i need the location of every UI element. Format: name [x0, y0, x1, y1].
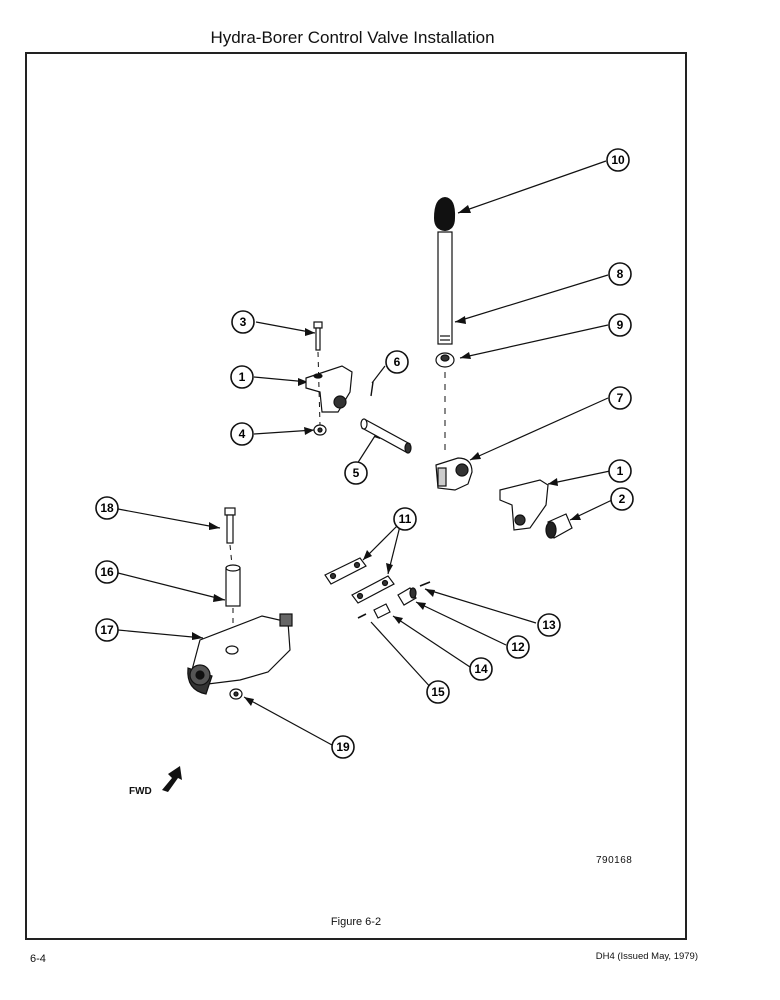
bolt-18-part [224, 507, 236, 544]
leader-lines [117, 160, 613, 746]
page-number: 6-4 [30, 953, 46, 965]
handle-rod-8-part [437, 231, 453, 345]
callout-5: 5 [344, 461, 368, 485]
nut-9-part [435, 352, 455, 368]
pin-5-part [360, 418, 412, 454]
svg-text:3: 3 [240, 315, 247, 329]
nut-4-part [313, 424, 327, 436]
svg-text:7: 7 [617, 391, 624, 405]
svg-text:14: 14 [474, 662, 488, 676]
fwd-arrow-icon [162, 766, 182, 792]
cotter-pin-15-part [357, 613, 367, 619]
callout-11: 11 [393, 507, 417, 531]
callout-6: 6 [385, 350, 409, 374]
callout-4: 4 [230, 422, 254, 446]
pin-12-part [397, 587, 417, 606]
centerline-bolt-18 [229, 544, 233, 566]
callout-13: 13 [537, 613, 561, 637]
callout-1-left: 1 [230, 365, 254, 389]
bracket-1-left-part [305, 365, 353, 413]
figure-caption: Figure 6-2 [330, 916, 382, 928]
svg-text:9: 9 [617, 318, 624, 332]
svg-text:1: 1 [239, 370, 246, 384]
svg-text:6: 6 [394, 355, 401, 369]
svg-text:11: 11 [399, 512, 412, 526]
callout-8: 8 [608, 262, 632, 286]
svg-text:16: 16 [100, 565, 114, 579]
callout-18: 18 [95, 496, 119, 520]
callout-17: 17 [95, 618, 119, 642]
cotter-pin-13-part [419, 581, 431, 587]
svg-text:15: 15 [431, 685, 445, 699]
svg-text:10: 10 [611, 153, 625, 167]
callout-12: 12 [506, 635, 530, 659]
cotter-pin-6-part [370, 381, 374, 397]
svg-text:13: 13 [542, 618, 556, 632]
svg-text:12: 12 [511, 640, 525, 654]
callout-19: 19 [331, 735, 355, 759]
callout-16: 16 [95, 560, 119, 584]
svg-text:19: 19 [336, 740, 350, 754]
lever-7-part [435, 457, 473, 491]
svg-text:2: 2 [619, 492, 626, 506]
leader-arrowheads [192, 205, 581, 706]
figure-frame [25, 52, 687, 940]
nut-19-part [229, 688, 243, 700]
drawing-number: 790168 [596, 855, 633, 866]
document-id: DH4 (Issued May, 1979) [595, 951, 698, 962]
valve-body-17-part [187, 613, 293, 695]
svg-text:4: 4 [239, 427, 246, 441]
fwd-label: FWD [129, 786, 152, 797]
svg-text:17: 17 [100, 623, 114, 637]
callout-9: 9 [608, 313, 632, 337]
centerline-bolt-3 [317, 351, 321, 426]
callout-10: 10 [606, 148, 630, 172]
svg-text:18: 18 [100, 501, 114, 515]
callout-7: 7 [608, 386, 632, 410]
callout-1-right: 1 [608, 459, 632, 483]
callout-15: 15 [426, 680, 450, 704]
links-11-part [324, 557, 395, 604]
bracket-1-right-part [499, 479, 549, 531]
pin-14-part [373, 603, 391, 619]
bolt-3-part [313, 321, 323, 351]
callout-3: 3 [231, 310, 255, 334]
spacer-16-part [225, 564, 241, 607]
bushing-2-part [545, 513, 573, 539]
page-title: Hydra-Borer Control Valve Installation [210, 28, 495, 47]
knob-10-part [434, 197, 456, 231]
callout-14: 14 [469, 657, 493, 681]
svg-text:8: 8 [617, 267, 624, 281]
svg-text:1: 1 [617, 464, 624, 478]
callout-2: 2 [610, 487, 634, 511]
svg-text:5: 5 [353, 466, 360, 480]
